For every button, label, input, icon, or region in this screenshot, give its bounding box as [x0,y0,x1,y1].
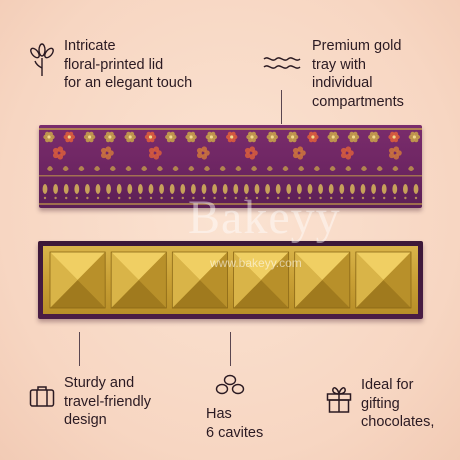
feature-line: 6 cavites [206,424,264,441]
gold-tray [38,241,423,319]
feature-line: Has [206,406,232,422]
leader-line [79,332,80,366]
feature-line: travel-friendly [64,393,152,410]
feature-gifting-text: Ideal for gifting chocolates, [361,376,434,432]
feature-line: chocolates, [361,414,435,430]
feature-line: gifting [361,395,400,412]
briefcase-icon [29,386,55,407]
tray-compartments [49,251,412,309]
watermark-url: www.bakeyy.com [210,256,302,270]
feature-line: design [64,412,107,428]
waves-icon [263,57,301,69]
feature-line: tray with [312,56,366,73]
leader-line [281,90,282,124]
feature-line: compartments [312,93,404,110]
lid-pattern [39,128,422,205]
feature-line: for an elegant touch [64,75,193,91]
flower-icon [30,43,54,76]
feature-line: Sturdy and [64,375,135,391]
chocolates-icon [215,374,245,395]
feature-line: individual [312,75,373,91]
feature-line: floral-printed lid [64,56,164,73]
feature-cavities-text: Has 6 cavites [206,405,263,442]
feature-sturdy-text: Sturdy and travel-friendly design [64,374,151,430]
gift-icon [326,387,352,413]
box-lid [39,125,422,208]
leader-line [230,332,231,366]
feature-line: Premium gold [312,38,402,54]
watermark-brand: Bakeyy [188,191,341,244]
feature-tray-text: Premium gold tray with individual compar… [312,37,404,111]
feature-lid-text: Intricate floral-printed lid for an eleg… [64,37,192,93]
feature-line: Intricate [64,38,116,54]
feature-line: Ideal for [361,377,414,393]
